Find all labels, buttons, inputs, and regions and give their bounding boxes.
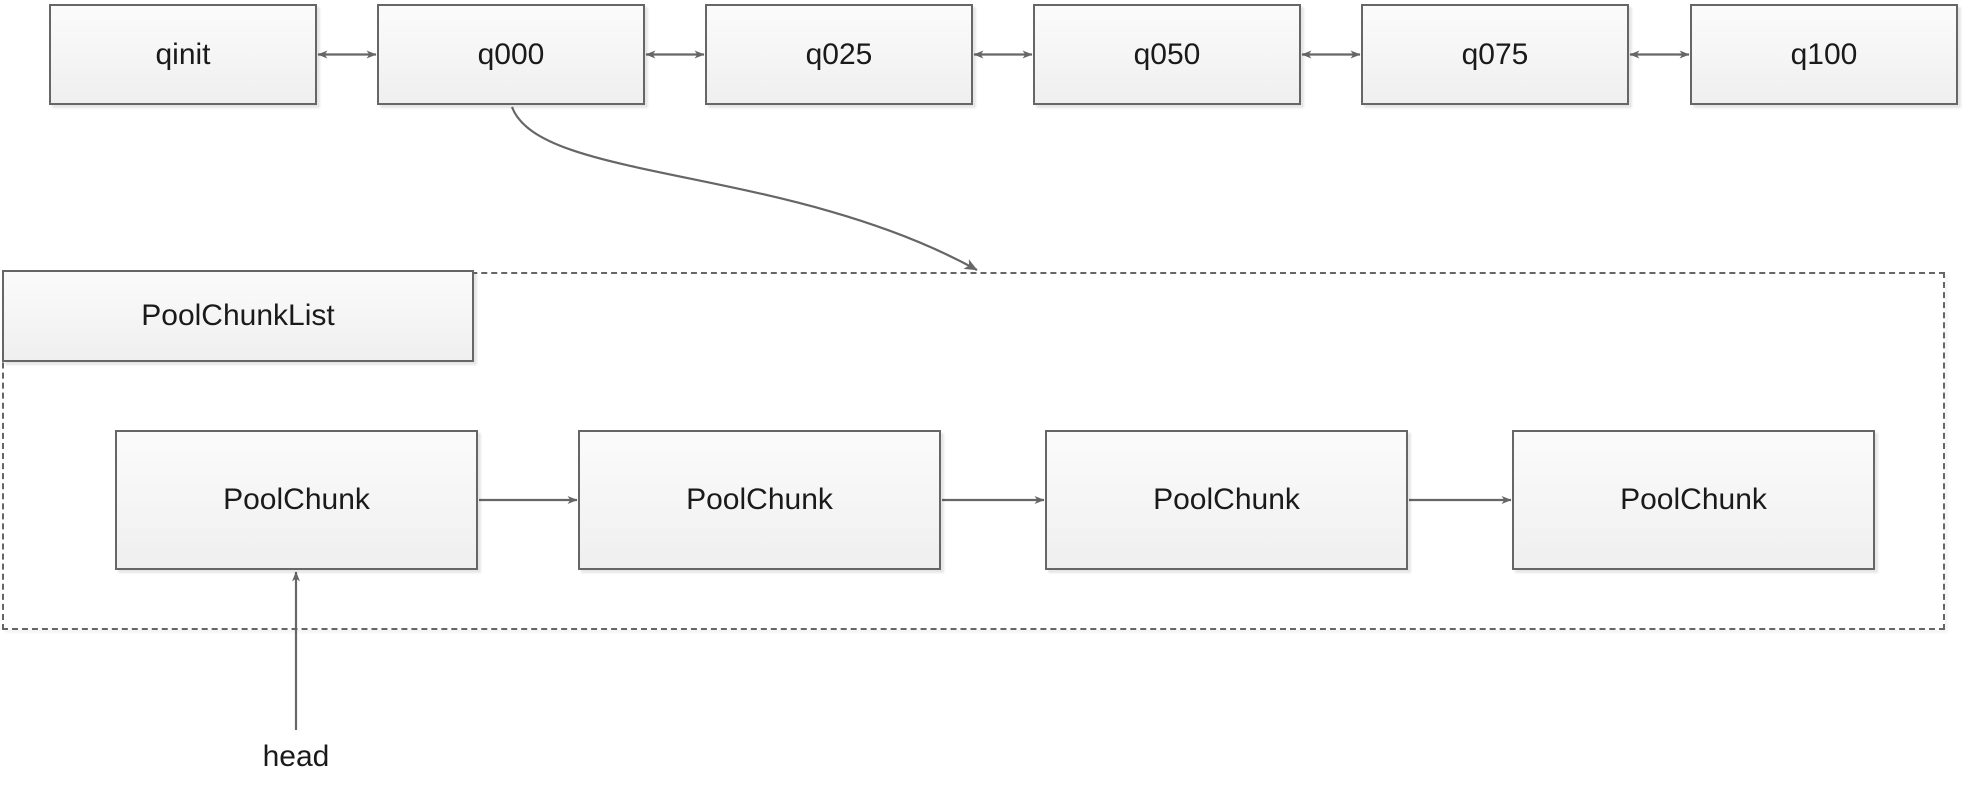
chunk-list-node-qinit[interactable]: qinit	[49, 4, 317, 105]
pool-chunk-node-4[interactable]: PoolChunk	[1512, 430, 1875, 570]
pool-chunk-node-3[interactable]: PoolChunk	[1045, 430, 1408, 570]
pool-chunk-node-label: PoolChunk	[1620, 483, 1767, 516]
chunk-list-node-label: q000	[477, 37, 545, 71]
chunk-list-node-label: qinit	[155, 37, 211, 71]
chunk-list-node-label: q100	[1790, 37, 1858, 71]
chunk-list-node-label: q075	[1461, 37, 1529, 71]
chunk-list-node-q075[interactable]: q075	[1361, 4, 1629, 105]
pool-chunk-node-label: PoolChunk	[686, 483, 833, 516]
pool-chunk-list-container	[2, 272, 1945, 630]
chunk-list-node-q025[interactable]: q025	[705, 4, 973, 105]
chunk-list-node-q000[interactable]: q000	[377, 4, 645, 105]
chunk-list-node-q100[interactable]: q100	[1690, 4, 1958, 105]
pool-chunk-node-2[interactable]: PoolChunk	[578, 430, 941, 570]
pool-chunk-node-1[interactable]: PoolChunk	[115, 430, 478, 570]
chunk-list-node-q050[interactable]: q050	[1033, 4, 1301, 105]
pool-chunk-node-label: PoolChunk	[223, 483, 370, 516]
pool-chunk-list-title-node[interactable]: PoolChunkList	[2, 270, 474, 362]
pool-chunk-node-label: PoolChunk	[1153, 483, 1300, 516]
chunk-list-node-label: q050	[1133, 37, 1201, 71]
pool-chunk-list-title-label: PoolChunkList	[141, 299, 335, 332]
chunk-list-node-label: q025	[805, 37, 873, 71]
q000-to-pool-chunk-list-edge	[510, 106, 978, 271]
head-pointer-label: head	[262, 740, 330, 773]
